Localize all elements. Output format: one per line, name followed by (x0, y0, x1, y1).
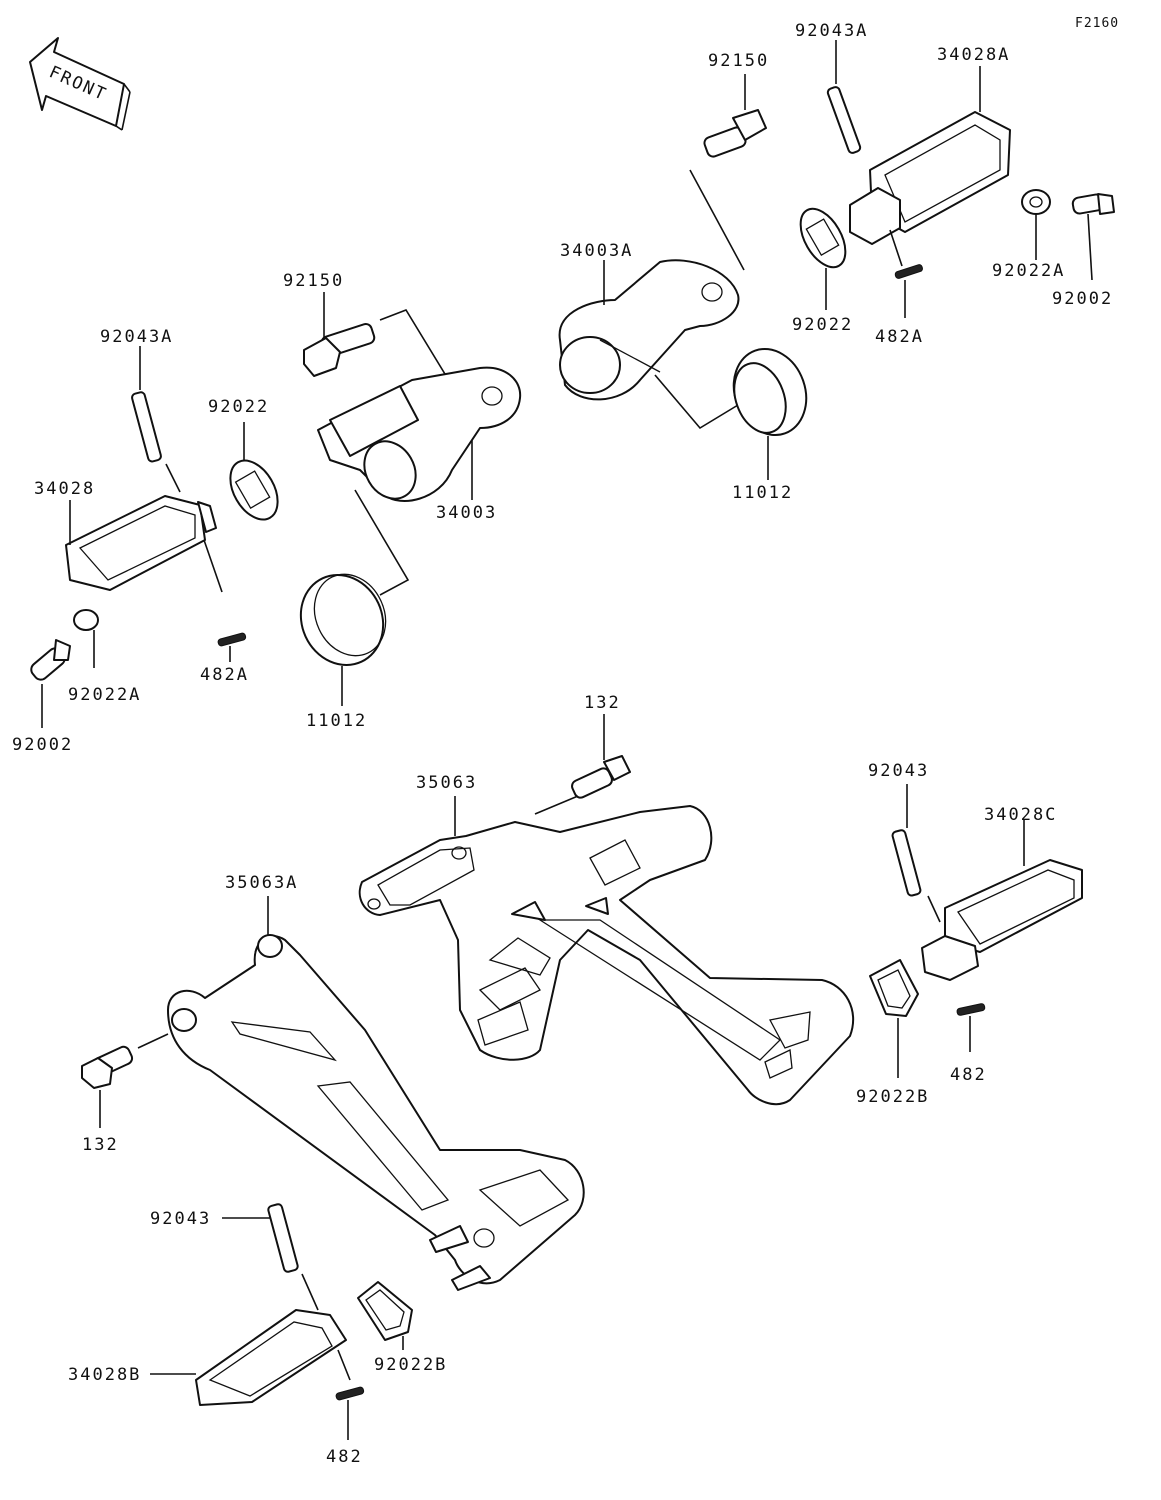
figure-code: F2160 (1075, 16, 1119, 31)
bolt-92150-right (703, 74, 767, 158)
cap-11012-right (732, 347, 808, 480)
bolt-92150-left (303, 292, 463, 403)
label-34028B: 34028B (68, 1365, 141, 1385)
label-92043-right: 92043 (868, 761, 929, 781)
label-92022-right: 92022 (792, 315, 853, 335)
screw-92002-right (1071, 193, 1115, 281)
label-482-right: 482 (950, 1065, 987, 1085)
label-92022A-right: 92022A (992, 261, 1065, 281)
label-35063: 35063 (416, 773, 477, 793)
label-92022B-right: 92022B (856, 1087, 929, 1107)
cotter-pin-482A-left (217, 632, 247, 662)
bolt-132-left (81, 1033, 169, 1128)
label-92002-right: 92002 (1052, 289, 1113, 309)
footpeg-34028B (150, 1309, 351, 1406)
pin-92043-right (891, 784, 941, 923)
footpeg-34028A (849, 66, 1011, 267)
label-34028A: 34028A (937, 45, 1010, 65)
bolt-132-top (534, 714, 631, 815)
footpeg-34028C (921, 820, 1083, 981)
label-92043A-right: 92043A (795, 21, 868, 41)
pin-92043-left (222, 1203, 319, 1311)
washer-92022A-right (1021, 189, 1051, 260)
bracket-35063 (358, 796, 855, 1106)
label-482A-left: 482A (200, 665, 249, 685)
washer-92022-right (799, 207, 847, 310)
label-92150-left: 92150 (283, 271, 344, 291)
front-arrow-icon: FRONT (29, 37, 131, 131)
screw-92002-left (30, 639, 71, 728)
footpeg-34028 (65, 495, 223, 593)
washer-92022A-left (73, 609, 99, 668)
label-92150-right: 92150 (708, 51, 769, 71)
label-92022B-left: 92022B (374, 1355, 447, 1375)
cotter-pin-482-right (956, 1003, 986, 1052)
label-482-left: 482 (326, 1447, 363, 1467)
washer-92022-left (229, 422, 279, 521)
cotter-pin-482-left (335, 1386, 365, 1440)
bracket-35063A (167, 896, 585, 1291)
label-92022-left: 92022 (208, 397, 269, 417)
label-92043-left: 92043 (150, 1209, 211, 1229)
label-34003A: 34003A (560, 241, 633, 261)
label-132-top: 132 (584, 693, 621, 713)
label-92002-left: 92002 (12, 735, 73, 755)
bracket-34003A (558, 169, 745, 430)
label-92043A-left: 92043A (100, 327, 173, 347)
bracket-34003 (317, 366, 522, 596)
washer-92022B-left (357, 1281, 413, 1350)
cap-11012-left (299, 573, 387, 706)
label-92022A-left: 92022A (68, 685, 141, 705)
label-34003: 34003 (436, 503, 497, 523)
label-132-left: 132 (82, 1135, 119, 1155)
label-482A-right: 482A (875, 327, 924, 347)
label-34028C: 34028C (984, 805, 1057, 825)
washer-92022B-right (869, 959, 919, 1078)
label-11012-right: 11012 (732, 483, 793, 503)
cotter-pin-482A-right (894, 264, 923, 318)
label-35063A: 35063A (225, 873, 298, 893)
pin-92043A-right (826, 40, 862, 154)
label-11012-left: 11012 (306, 711, 367, 731)
label-34028: 34028 (34, 479, 95, 499)
pin-92043A-left (131, 346, 181, 493)
